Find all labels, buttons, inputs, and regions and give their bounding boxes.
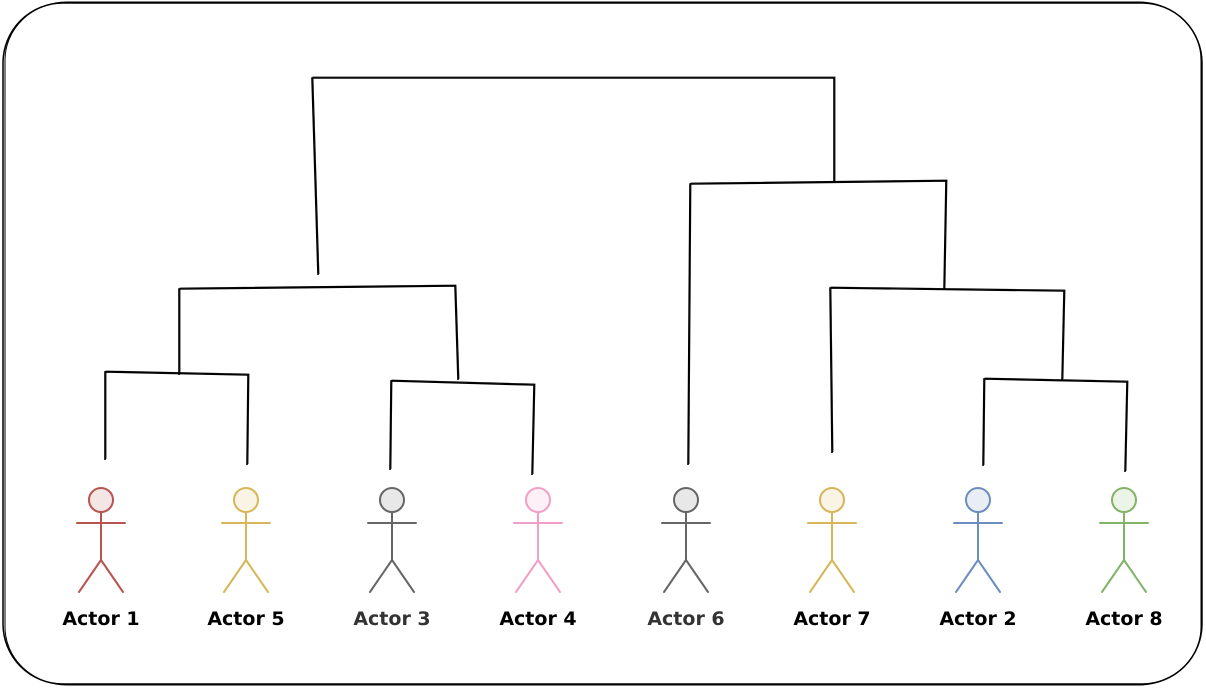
actor-label: Actor 3 [353, 608, 430, 630]
actor-label: Actor 2 [939, 608, 1016, 630]
branch-1 [104, 371, 249, 466]
stick-figure-icon [661, 487, 711, 593]
stick-figure-icon [953, 487, 1003, 593]
dendrogram-branches [104, 76, 1129, 476]
actor-2[interactable]: Actor 5 [207, 487, 285, 630]
actor-7[interactable]: Actor 2 [939, 487, 1017, 630]
branch-4 [311, 77, 835, 276]
stick-figure-icon [367, 487, 417, 593]
actor-1[interactable]: Actor 1 [62, 487, 140, 630]
branch-sketch-1 [105, 370, 250, 465]
stick-figure-icon [76, 487, 126, 593]
branch-sketch-7 [983, 377, 1129, 472]
actor-label: Actor 8 [1085, 608, 1162, 630]
branch-sketch-6 [830, 286, 1066, 453]
actor-8[interactable]: Actor 8 [1085, 487, 1163, 630]
container-frame-sketch [4, 1, 1202, 686]
stick-figure-icon [807, 487, 857, 593]
actor-5[interactable]: Actor 6 [647, 487, 725, 630]
branch-7 [982, 378, 1128, 473]
branch-sketch-2 [390, 379, 536, 475]
stick-figure-icon [221, 487, 271, 593]
branch-sketch-3 [179, 284, 460, 380]
actor-6[interactable]: Actor 7 [793, 487, 871, 630]
actor-4[interactable]: Actor 4 [499, 487, 577, 630]
branch-6 [829, 287, 1065, 454]
actor-label: Actor 6 [647, 608, 724, 630]
stick-figure-icon [1099, 487, 1149, 593]
branch-sketch-4 [312, 76, 836, 275]
actor-label: Actor 5 [207, 608, 284, 630]
actors-row: Actor 1 Actor 5 Actor 3 Actor 4 Actor 6 Actor… [62, 487, 1163, 630]
branch-5 [687, 180, 947, 466]
actor-label: Actor 1 [62, 608, 139, 630]
branch-2 [389, 380, 535, 476]
branch-3 [178, 285, 459, 381]
actor-label: Actor 4 [499, 608, 576, 630]
stick-figure-icon [513, 487, 563, 593]
branch-sketch-5 [688, 179, 948, 465]
actor-3[interactable]: Actor 3 [353, 487, 431, 630]
actor-label: Actor 7 [793, 608, 870, 630]
